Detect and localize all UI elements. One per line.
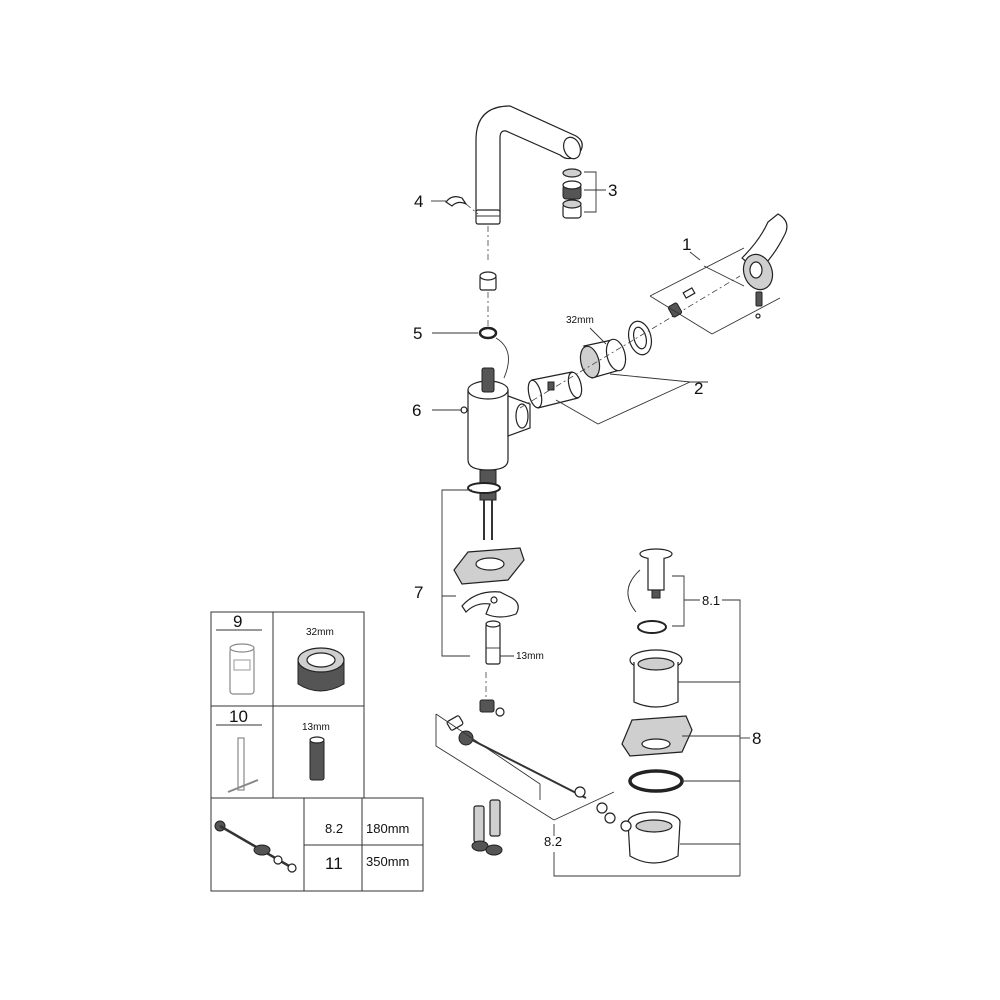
tools-table [210,611,424,892]
pop-up-stopper [627,548,673,613]
spout-bushing [479,271,497,291]
tool-9-label: 9 [233,612,242,631]
callout-4: 4 [414,192,423,211]
lever-handle [741,213,788,291]
tool-9-wrench [229,643,255,695]
callout-8: 8 [752,729,761,748]
callout-8-1: 8.1 [702,593,720,608]
waste-body [620,811,681,864]
label-13mm: 13mm [516,651,544,662]
lift-rod-fittings [446,672,616,824]
gasket [467,482,501,494]
cartridge [527,371,583,409]
tool-9-nut [297,647,345,692]
horseshoe-washer [461,591,519,618]
callout-8-2: 8.2 [544,834,562,849]
tool-10-key [227,737,259,793]
callout-5: 5 [413,324,422,343]
row-1-part: 8.2 [325,821,343,836]
lever-screw [755,291,763,319]
lift-rod-drawing [214,820,297,873]
callout-6: 6 [412,401,421,420]
stopper-seal [637,620,667,634]
label-32mm: 32mm [566,315,594,326]
mounting-washer [453,547,525,585]
tool-10-size: 13mm [302,722,330,733]
callout-7: 7 [414,583,423,602]
aerator-parts [562,168,582,219]
rotation-arrow [495,337,509,379]
adapter-screw [667,287,696,318]
callout-3: 3 [608,181,617,200]
faucet-body [460,367,531,471]
callout-2: 2 [694,379,703,398]
waste-o-ring [628,769,684,793]
supply-hoses [479,469,497,540]
row-2-length: 350mm [366,854,409,869]
spout-clip [445,196,479,215]
mounting-nut [485,620,501,665]
cartridge-nut [579,338,627,379]
callout-1: 1 [682,235,691,254]
row-1-length: 180mm [366,821,409,836]
row-2-part: 11 [325,854,343,873]
tool-10-nut [309,736,325,781]
waste-flange [629,649,683,708]
tool-10-label: 10 [229,707,248,726]
spout [475,105,583,225]
tie-rods [471,799,503,856]
o-ring [478,326,498,340]
cover-ring [627,320,653,356]
waste-gasket [621,715,693,757]
tool-9-size: 32mm [306,627,334,638]
